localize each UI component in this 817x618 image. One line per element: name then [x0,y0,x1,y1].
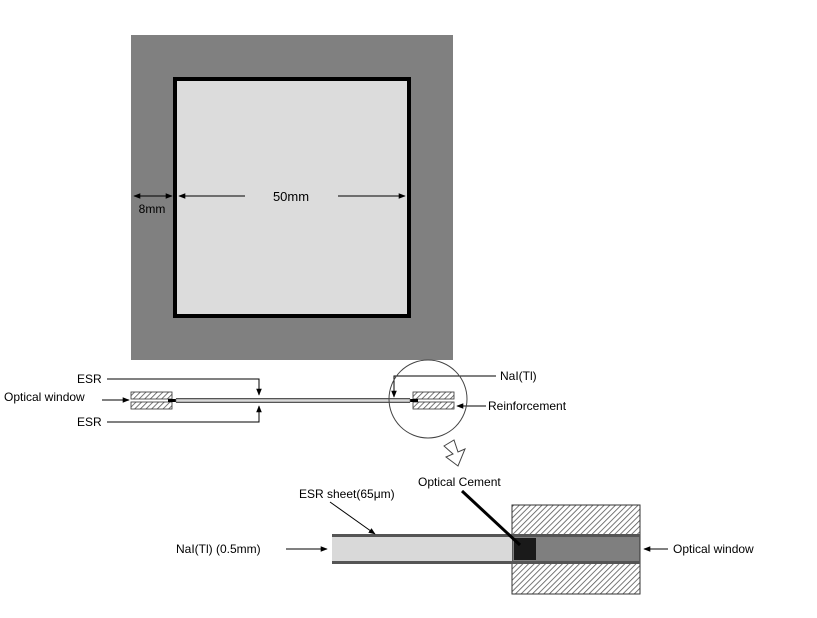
label-reinforcement: Reinforcement [488,399,567,413]
label-optical-cement: Optical Cement [418,475,501,489]
left-reinforcement-top [130,391,173,400]
inner-plate [173,77,411,318]
label-detail-optical-window: Optical window [673,542,754,556]
leader-esr-top [107,378,262,396]
label-optical-window: Optical window [4,390,85,404]
label-esr-top: ESR [77,372,102,386]
nai-crystal-strip [175,398,411,403]
label-esr-sheet: ESR sheet(65μm) [299,487,395,501]
zoom-arrow-icon [443,439,466,467]
detail-reinforcement-bottom [511,561,641,595]
left-reinforcement-bottom [130,401,173,410]
detail-reinforcement-top [511,504,641,537]
detail-view: ESR sheet(65μm) Optical Cement NaI(Tl) (… [176,475,754,595]
right-reinforcement-bottom [412,401,455,410]
right-window-edge [410,399,418,402]
dimension-50mm-label: 50mm [273,189,309,204]
leader-nai [391,375,496,398]
detail-nai-crystal [332,536,512,562]
dimension-8mm-label: 8mm [139,202,166,216]
leader-esr-bottom [107,405,262,423]
label-nai-thickness: NaI(Tl) (0.5mm) [176,542,261,556]
detail-callout-circle [388,359,468,439]
top-view: 50mm 8mm [131,35,453,360]
right-reinforcement-top [412,391,455,400]
label-nai: NaI(Tl) [500,369,537,383]
cross-section: ESR Optical window ESR NaI(Tl) Reinforce… [4,359,567,467]
leader-optical-cement [460,489,522,547]
left-window-edge [168,399,176,402]
label-esr-bottom: ESR [77,415,102,429]
leader-esr-sheet [329,501,376,535]
